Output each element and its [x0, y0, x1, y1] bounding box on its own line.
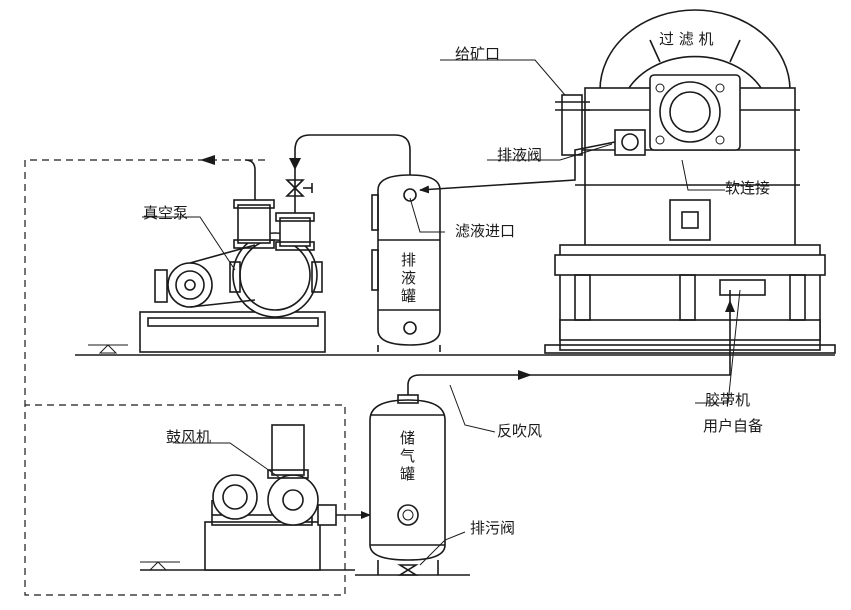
drain-valve-label: 排液阀: [497, 146, 543, 164]
vacuum-pump: [139, 159, 326, 353]
drain-tank: [371, 174, 441, 352]
ground-lines: [75, 344, 835, 576]
feed-inlet-label: 给矿口: [455, 45, 501, 63]
blower: [204, 424, 337, 571]
blower-label: 鼓风机: [166, 428, 212, 446]
belt-conveyor-label: 胶带机: [705, 391, 751, 409]
filtrate-inlet-label: 滤液进口: [455, 222, 516, 240]
vacuum-pipe: [285, 134, 411, 213]
air-tank: [369, 394, 446, 576]
drain-tank-label: 排液罐: [399, 252, 417, 306]
leader-lines: [142, 59, 741, 566]
sewage-valve-label: 排污阀: [470, 519, 516, 537]
filtrate-pipe: [419, 141, 616, 194]
soft-connection-label: 软连接: [725, 179, 771, 197]
back-blow-pipe: [407, 290, 731, 395]
user-supplied-label: 用户自备: [703, 417, 764, 435]
air-tank-label: 储气罐: [398, 430, 416, 484]
back-blow-label: 反吹风: [497, 422, 543, 440]
vacuum-pump-label: 真空泵: [143, 204, 189, 222]
dashed-boundary: [24, 155, 346, 596]
filter-machine: [544, 9, 836, 354]
filter-label: 过 滤 机: [659, 30, 714, 48]
